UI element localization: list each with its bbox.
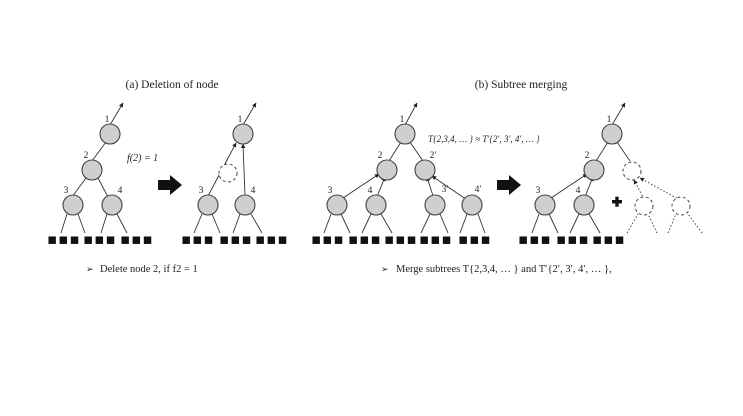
label-node-4: 4	[118, 186, 123, 196]
tree-b-node-4-prime	[461, 194, 483, 216]
tree-a-before: 1 2 3 4 ▪▪▪ ▪▪▪ ▪▪▪	[47, 102, 154, 248]
tree-a-node-3	[197, 194, 219, 216]
ellipsis: ▪▪▪	[419, 230, 453, 248]
tree-b-node-4	[365, 194, 387, 216]
label-node-1: 1	[105, 115, 110, 125]
tree-b-node-3	[326, 194, 348, 216]
merged-node-2-prime	[622, 161, 642, 181]
label-node-4-prime: 4′	[475, 185, 482, 195]
ellipsis: ▪▪▪	[348, 230, 382, 248]
ellipsis: ▪▪▪	[181, 230, 215, 248]
caption-bullet: ➢	[86, 264, 94, 274]
plus-icon	[612, 196, 622, 207]
label-node-4: 4	[251, 186, 256, 196]
label-node-3: 3	[328, 186, 333, 196]
tree-b-node-3-prime	[424, 194, 446, 216]
merged-node-3-prime	[634, 196, 654, 216]
tree-b-node-2-prime	[414, 159, 436, 181]
tree-b-node-1	[394, 123, 416, 145]
right-arrow-icon	[158, 175, 182, 195]
right-arrow-icon	[497, 175, 521, 195]
tree-b-before: 1 2 2′ 3 4 3′ 4′ ▪▪▪ ▪▪▪ ▪▪▪ ▪▪▪ ▪▪▪	[311, 102, 492, 248]
f-label: f(2) = 1	[127, 153, 158, 164]
tree-a-node-1	[232, 123, 254, 145]
caption-bullet: ➢	[381, 264, 389, 274]
label-node-3: 3	[536, 186, 541, 196]
tree-b-node-2	[583, 159, 605, 181]
tree-a-node-2	[81, 159, 103, 181]
ellipsis: ▪▪▪	[311, 230, 345, 248]
ellipsis: ▪▪▪	[255, 230, 289, 248]
label-node-2: 2	[378, 151, 383, 161]
tree-a-node-4	[101, 194, 123, 216]
label-node-3-prime: 3′	[442, 185, 449, 195]
label-node-1: 1	[400, 115, 405, 125]
tree-b-node-3	[534, 194, 556, 216]
ellipsis: ▪▪▪	[592, 230, 626, 248]
tree-b-node-1	[601, 123, 623, 145]
label-node-1: 1	[607, 115, 612, 125]
ellipsis: ▪▪▪	[518, 230, 552, 248]
tree-a-after: 1 3 4 ▪▪▪ ▪▪▪ ▪▪▪	[181, 102, 289, 248]
ellipsis: ▪▪▪	[83, 230, 117, 248]
panel-b-title: (b) Subtree merging	[475, 79, 568, 91]
panel-a-title: (a) Deletion of node	[126, 79, 219, 91]
panel-b-caption: Merge subtrees T{2,3,4, … } and T′{2′, 3…	[396, 264, 612, 275]
label-node-2-prime: 2′	[430, 151, 437, 161]
ellipsis: ▪▪▪	[219, 230, 253, 248]
panel-a-caption: Delete node 2, if f2 = 1	[100, 264, 198, 275]
equivalence-label: T{2,3,4, … } ≈ T′{2′, 3′, 4′, … }	[428, 134, 540, 144]
label-node-3: 3	[199, 186, 204, 196]
label-node-3: 3	[64, 186, 69, 196]
ellipsis: ▪▪▪	[458, 230, 492, 248]
label-node-4: 4	[368, 186, 373, 196]
panel-b: (b) Subtree merging T{2,3,4, … } ≈ T′{2′…	[311, 79, 703, 275]
panel-a: (a) Deletion of node 1 2 3 4 ▪▪▪ ▪▪▪ ▪▪▪…	[47, 79, 289, 275]
label-node-2: 2	[585, 151, 590, 161]
deleted-node-2	[218, 163, 238, 183]
label-node-2: 2	[84, 151, 89, 161]
tree-b-after: 1 2 3 4 ▪▪▪ ▪▪▪ ▪▪▪	[518, 102, 703, 248]
ellipsis: ▪▪▪	[47, 230, 81, 248]
ellipsis: ▪▪▪	[384, 230, 418, 248]
tree-a-node-4	[234, 194, 256, 216]
ellipsis: ▪▪▪	[556, 230, 590, 248]
tree-a-node-3	[62, 194, 84, 216]
tree-b-node-4	[573, 194, 595, 216]
tree-a-node-1	[99, 123, 121, 145]
ellipsis: ▪▪▪	[120, 230, 154, 248]
tree-b-node-2	[376, 159, 398, 181]
label-node-1: 1	[238, 115, 243, 125]
label-node-4: 4	[576, 186, 581, 196]
merged-node-4-prime	[671, 196, 691, 216]
